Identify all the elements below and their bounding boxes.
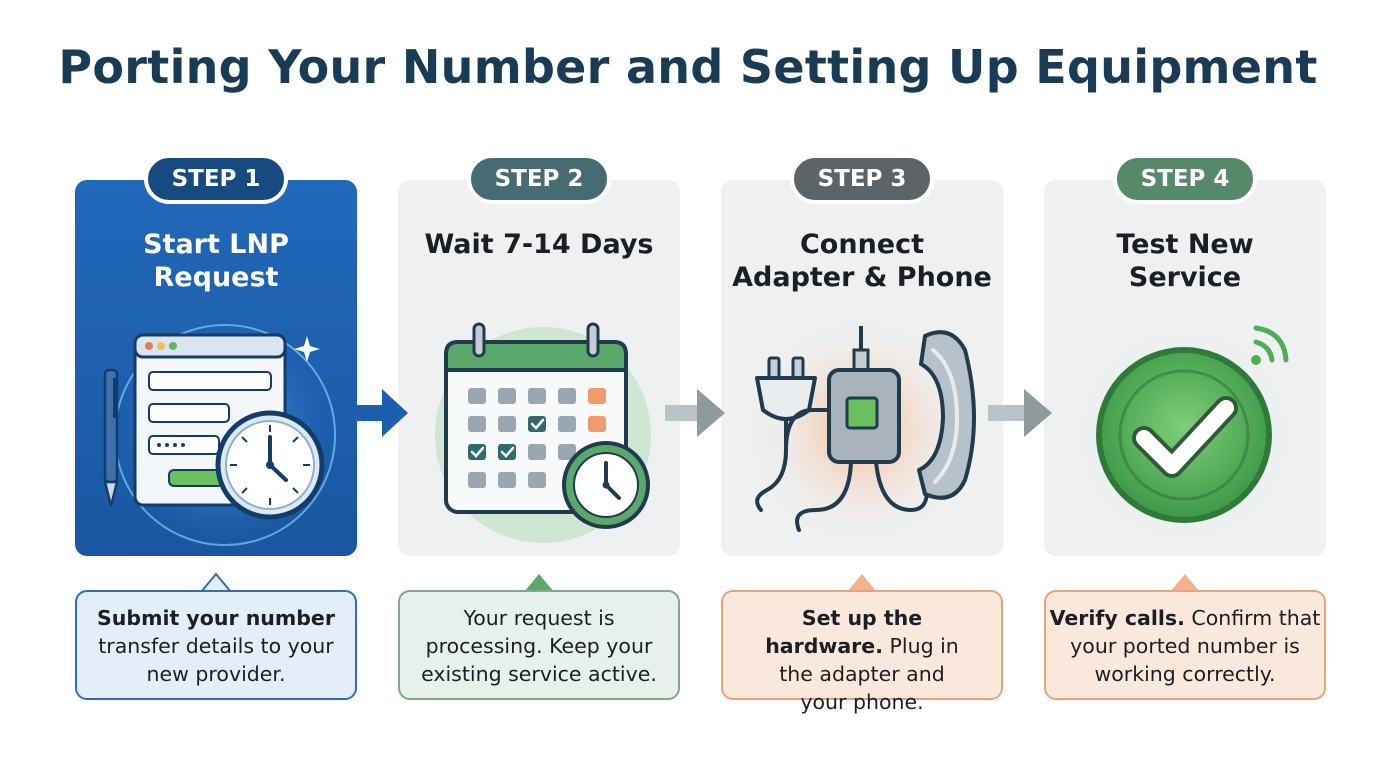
step-3-description-text: Plug in the adapter and your phone. bbox=[779, 634, 959, 714]
step-2-card: Wait 7-14 Days bbox=[398, 180, 680, 556]
step-1-card: Start LNP Request bbox=[75, 180, 357, 556]
step-4-card: Test New Service bbox=[1044, 180, 1326, 556]
pointer-notch bbox=[1170, 574, 1200, 592]
step-3-badge: STEP 3 bbox=[790, 154, 934, 204]
step-3-description: Set up the hardware. Plug in the adapter… bbox=[721, 590, 1003, 714]
step-1-badge: STEP 1 bbox=[144, 154, 288, 204]
pointer-notch bbox=[847, 574, 877, 592]
step-3-description-bold: Set up the hardware. bbox=[765, 606, 923, 658]
arrow-right-icon bbox=[988, 389, 1052, 437]
step-2-description: Your request is processing. Keep your ex… bbox=[398, 590, 680, 700]
check-circle-icon bbox=[1072, 323, 1296, 547]
step-3-card: Connect Adapter & Phone bbox=[721, 180, 1003, 556]
step-4-badge: STEP 4 bbox=[1113, 154, 1257, 204]
pointer-notch bbox=[524, 574, 554, 592]
step-4-description-text: Confirm that your ported number is worki… bbox=[1070, 606, 1321, 686]
step-4-description-bold: Verify calls. bbox=[1049, 606, 1185, 630]
step-4-title: Test New Service bbox=[1116, 229, 1254, 293]
web-form-with-clock-icon bbox=[103, 323, 337, 547]
step-2-badge: STEP 2 bbox=[467, 154, 611, 204]
page-title: Porting Your Number and Setting Up Equip… bbox=[58, 40, 1318, 94]
step-2-title: Wait 7-14 Days bbox=[424, 229, 654, 260]
step-4-description: Verify calls. Confirm that your ported n… bbox=[1044, 590, 1326, 700]
step-1-description-bold: Submit your number bbox=[97, 606, 335, 630]
step-1-title: Start LNP Request bbox=[143, 229, 289, 293]
plug-adapter-phone-icon bbox=[746, 315, 976, 545]
arrow-right-icon bbox=[356, 389, 408, 437]
step-1-description-text: transfer details to your new provider. bbox=[98, 634, 334, 686]
step-2-description-text: Your request is processing. Keep your ex… bbox=[421, 606, 657, 686]
pointer-notch bbox=[201, 572, 231, 592]
step-1-description: Submit your number transfer details to y… bbox=[75, 590, 357, 700]
step-3-title: Connect Adapter & Phone bbox=[732, 229, 992, 293]
calendar-with-clock-icon bbox=[435, 322, 651, 543]
arrow-right-icon bbox=[665, 389, 725, 437]
